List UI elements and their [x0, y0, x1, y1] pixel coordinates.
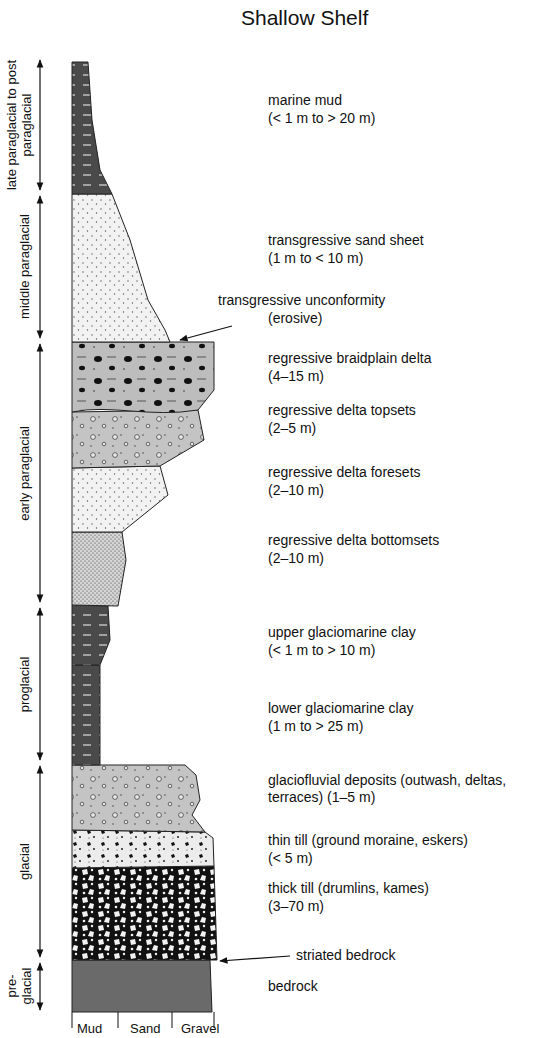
phase-label: early paraglacial — [17, 374, 32, 574]
phase-label: middle paraglacial — [17, 197, 32, 337]
phase-label: glacial — [17, 792, 32, 932]
layer-label: (1 m to > 25 m) — [268, 718, 363, 735]
layer-label: (4–15 m) — [268, 368, 324, 385]
layer-label: regressive delta topsets — [268, 402, 416, 419]
layer-label: glaciofluvial deposits (outwash, deltas,… — [268, 772, 508, 806]
layer-label: (2–10 m) — [268, 482, 324, 499]
layer-label: thick till (drumlins, kames) — [268, 880, 429, 897]
diagram-title: Shallow Shelf — [241, 6, 368, 30]
layer-label: regressive delta bottomsets — [268, 532, 439, 549]
axis-label: Gravel — [181, 1020, 219, 1037]
phase-label: pre-glacial — [4, 960, 34, 1012]
layer-label: transgressive sand sheet — [268, 232, 424, 249]
layer-label: upper glaciomarine clay — [268, 624, 416, 641]
layer-label: (1 m to < 10 m) — [268, 250, 363, 267]
layer-label: striated bedrock — [296, 947, 396, 964]
axis-label: Sand — [130, 1020, 160, 1037]
layer-label: regressive braidplain delta — [268, 350, 431, 367]
layer-label: (2–10 m) — [268, 550, 324, 567]
layer-label: (< 5 m) — [268, 850, 313, 867]
layer-label: (< 1 m to > 10 m) — [268, 642, 375, 659]
layer-label: (< 1 m to > 20 m) — [268, 110, 375, 127]
layer-label: (2–5 m) — [268, 420, 316, 437]
layer-label: (erosive) — [268, 310, 322, 327]
layer-label: transgressive unconformity — [218, 292, 385, 309]
layer-label: lower glaciomarine clay — [268, 700, 414, 717]
phase-label: late paraglacial to post paraglacial — [4, 50, 34, 200]
layer-label: regressive delta foresets — [268, 464, 421, 481]
axis-label: Mud — [77, 1020, 102, 1037]
layer-label: (3–70 m) — [268, 898, 324, 915]
phase-label: proglacial — [17, 615, 32, 755]
layer-label: thin till (ground moraine, eskers) — [268, 832, 468, 849]
layer-label: marine mud — [268, 92, 342, 109]
layer-label: bedrock — [268, 978, 318, 995]
